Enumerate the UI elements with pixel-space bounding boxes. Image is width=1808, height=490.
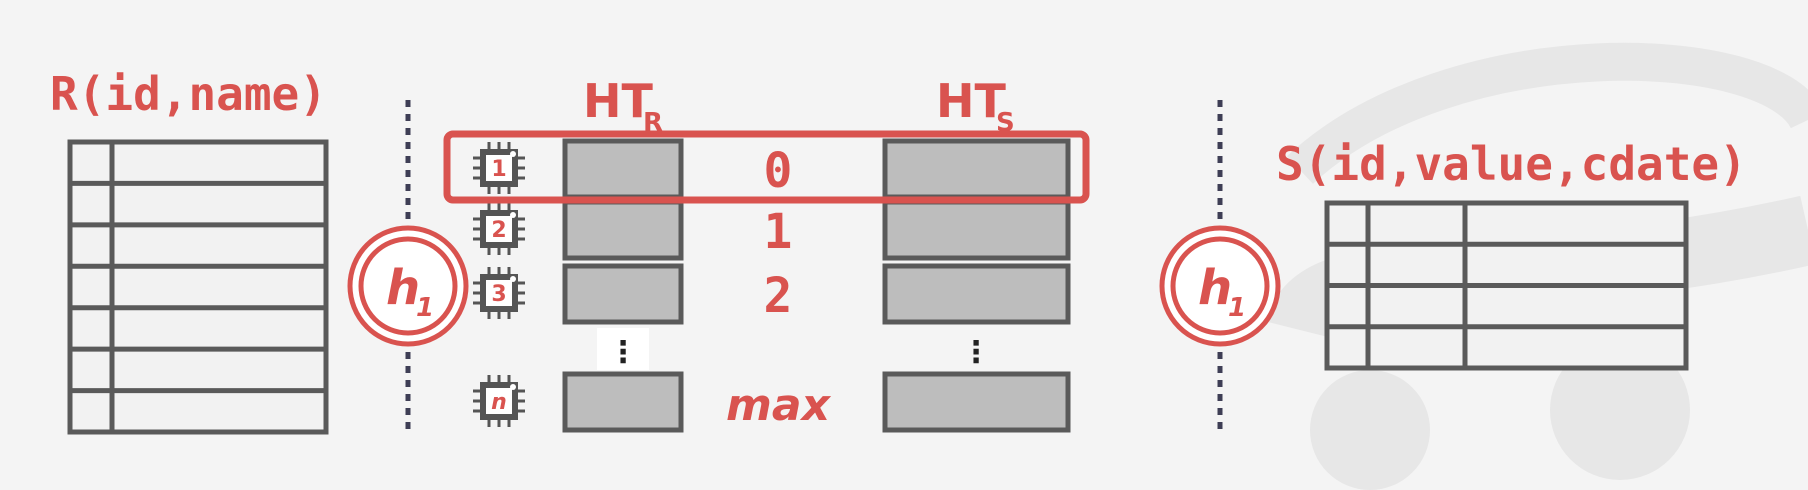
cpu-core-label: 3 [491, 282, 506, 307]
hash-table-s-bucket [882, 138, 1071, 200]
hash-table-r-ellipsis: ⋮ [608, 335, 638, 370]
hash-function-left-label: h [386, 260, 420, 316]
partition-index-label: max [726, 380, 832, 431]
hash-table-r-bucket [562, 199, 684, 261]
relation-r-table [67, 139, 329, 435]
partition-index-label: 2 [764, 268, 793, 324]
hash-function-right-label: h [1198, 260, 1232, 316]
cpu-core-label: n [491, 390, 507, 415]
hash-table-r-bucket [562, 138, 684, 200]
cpu-core-label: 2 [491, 218, 506, 243]
hash-table-r-bucket [562, 263, 684, 325]
relation-r-title: R(id,name) [50, 67, 327, 121]
cpu-core-icon: 2 [473, 203, 525, 255]
cpu-core-label: 1 [491, 157, 506, 182]
hash-table-s-label: HT [936, 74, 1006, 128]
hash-table-s-bucket [882, 199, 1071, 261]
hash-table-s-header: HT S [936, 74, 1015, 138]
relation-s-title: S(id,value,cdate) [1276, 137, 1747, 191]
hash-table-s-bucket [882, 371, 1071, 433]
cpu-core-icon: 1 [473, 142, 525, 194]
relation-s-rows [1327, 241, 1686, 330]
partition-row-3: n max [473, 371, 1071, 433]
hash-table-r-bucket [562, 371, 684, 433]
relation-r-rows [70, 180, 326, 394]
partition-index-label: 1 [764, 204, 793, 260]
hash-function-right: h 1 [1159, 225, 1281, 347]
ellipsis-backdrop [597, 328, 649, 370]
hash-table-s-ellipsis: ⋮ [961, 335, 991, 370]
cpu-core-icon: n [473, 375, 525, 427]
hash-table-s-bucket [882, 263, 1071, 325]
hash-function-left-subscript: 1 [416, 293, 434, 323]
hash-table-r-header: HT R [583, 74, 663, 138]
hash-function-left: h 1 [347, 225, 469, 347]
relation-s-table [1324, 200, 1689, 371]
hash-function-right-subscript: 1 [1228, 293, 1246, 323]
partition-highlight-frame [443, 130, 1090, 204]
partition-index-label: 0 [764, 143, 793, 199]
hash-table-r-label: HT [583, 74, 653, 128]
cpu-core-icon: 3 [473, 267, 525, 319]
